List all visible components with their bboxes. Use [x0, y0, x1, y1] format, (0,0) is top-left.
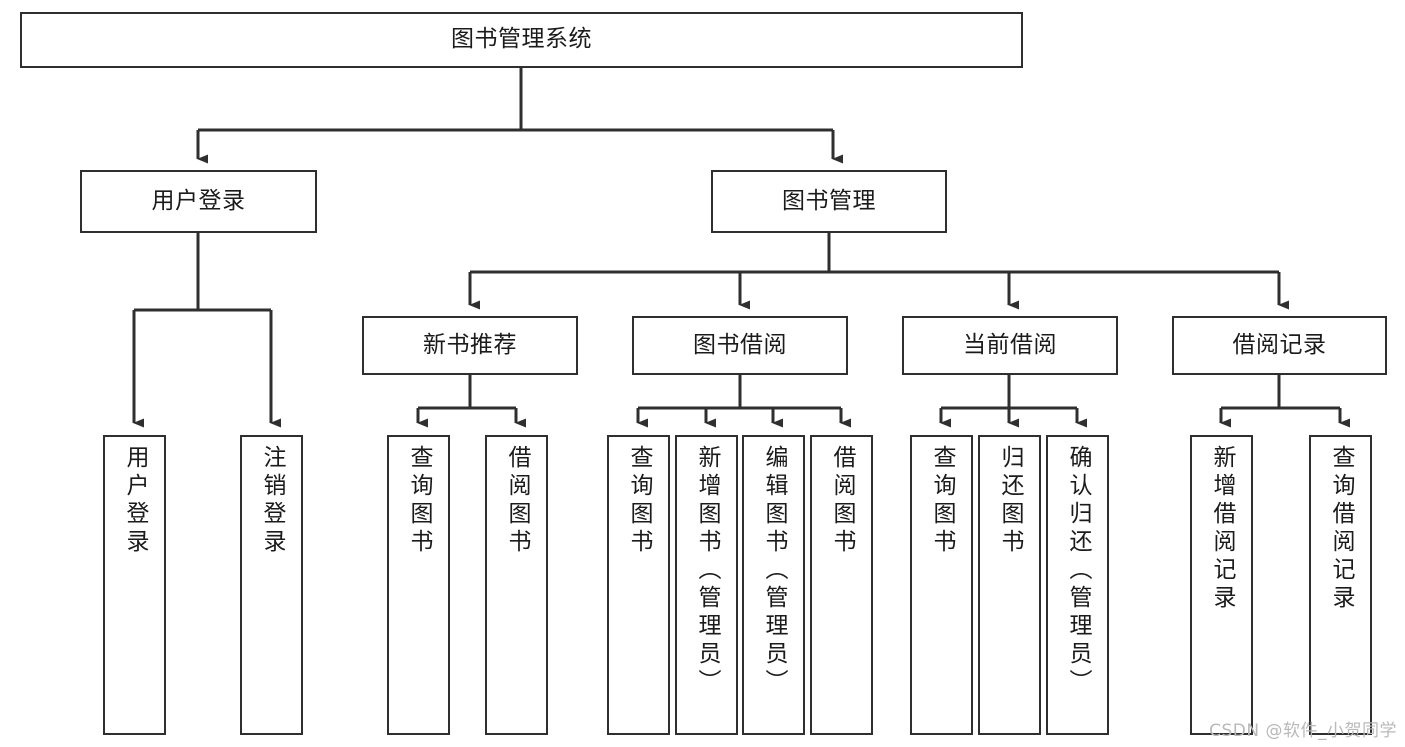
leaf-new-book-query[interactable]: 查询图书 — [387, 435, 450, 735]
leaf-new-book-borrow[interactable]: 借阅图书 — [485, 435, 548, 735]
leaf-borrow-borrow-book[interactable]: 借阅图书 — [810, 435, 873, 735]
leaf-record-add[interactable]: 新增借阅记录 — [1190, 435, 1253, 735]
leaf-user-login-signout[interactable]: 注销登录 — [240, 435, 303, 735]
node-new-book-recommend[interactable]: 新书推荐 — [362, 316, 578, 375]
node-book-borrow[interactable]: 图书借阅 — [632, 316, 848, 375]
node-label: 图书借阅 — [693, 331, 787, 358]
node-label: 当前借阅 — [963, 331, 1057, 358]
leaf-user-login-signin[interactable]: 用户登录 — [103, 435, 166, 735]
node-label: 新增借阅记录 — [1209, 445, 1235, 613]
node-label: 归还图书 — [997, 445, 1023, 557]
leaf-borrow-edit-book[interactable]: 编辑图书（管理员） — [742, 435, 805, 735]
node-book-management[interactable]: 图书管理 — [711, 170, 947, 233]
node-label: 新增图书（管理员） — [694, 445, 720, 697]
node-label: 新书推荐 — [423, 331, 517, 358]
node-label: 用户登录 — [122, 445, 148, 557]
node-label: 查询图书 — [626, 445, 652, 557]
csdn-watermark: CSDN @软件_小贺同学 — [1209, 721, 1397, 741]
node-label: 借阅图书 — [829, 445, 855, 557]
node-label: 注销登录 — [259, 445, 285, 557]
node-label: 确认归还（管理员） — [1065, 445, 1091, 697]
leaf-current-confirm-return[interactable]: 确认归还（管理员） — [1046, 435, 1109, 735]
leaf-record-query[interactable]: 查询借阅记录 — [1309, 435, 1372, 735]
node-current-borrow[interactable]: 当前借阅 — [902, 316, 1118, 375]
node-label: 查询借阅记录 — [1328, 445, 1354, 613]
leaf-borrow-query-book[interactable]: 查询图书 — [607, 435, 670, 735]
node-root-system[interactable]: 图书管理系统 — [20, 12, 1023, 68]
node-label: 图书管理 — [782, 187, 876, 214]
node-label: 编辑图书（管理员） — [761, 445, 787, 697]
node-label: 查询图书 — [929, 445, 955, 557]
node-label: 用户登录 — [151, 187, 246, 214]
node-borrow-record[interactable]: 借阅记录 — [1172, 316, 1387, 375]
leaf-borrow-add-book[interactable]: 新增图书（管理员） — [675, 435, 738, 735]
node-label: 图书管理系统 — [451, 26, 592, 53]
node-label: 借阅图书 — [504, 445, 530, 557]
leaf-current-return-book[interactable]: 归还图书 — [978, 435, 1041, 735]
node-user-login[interactable]: 用户登录 — [80, 170, 317, 233]
node-label: 借阅记录 — [1232, 331, 1327, 358]
leaf-current-query-book[interactable]: 查询图书 — [910, 435, 973, 735]
node-label: 查询图书 — [406, 445, 432, 557]
